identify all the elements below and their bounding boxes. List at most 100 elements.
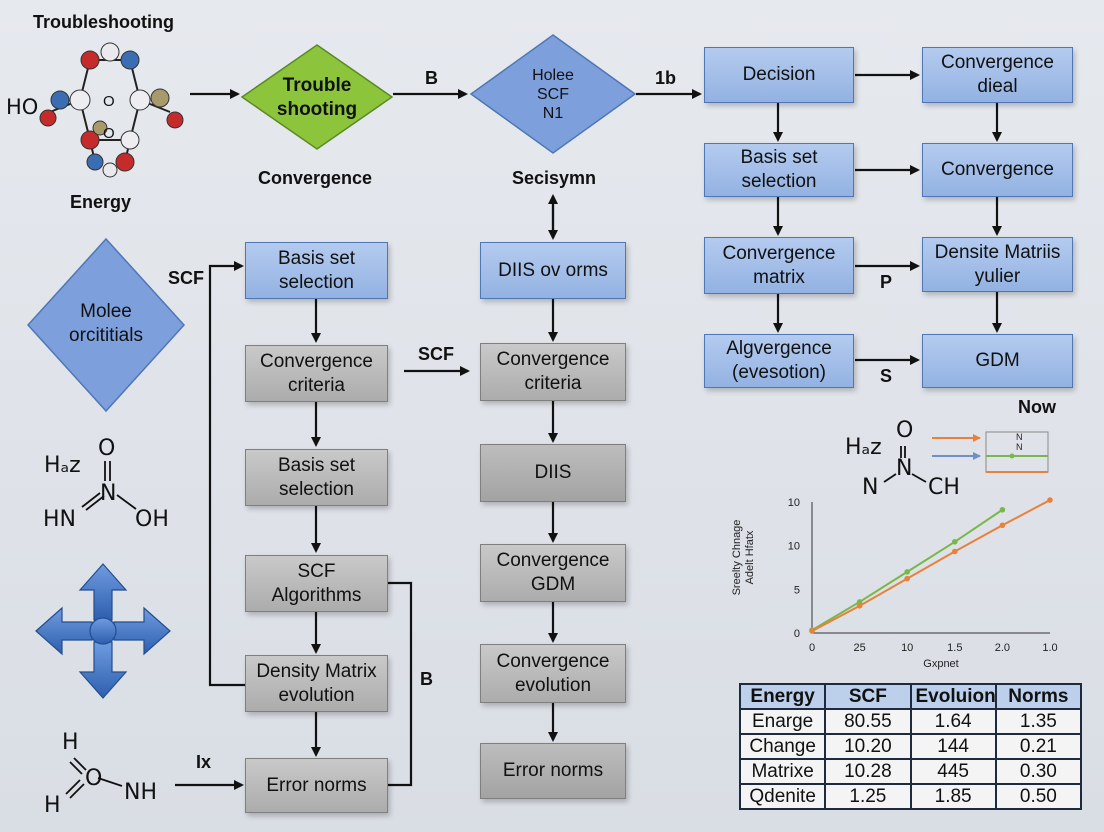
scf-algorithms-text: SCF Algorithms bbox=[271, 560, 362, 606]
density-matrix-box[interactable]: Density Matrix evolution bbox=[245, 655, 388, 712]
mini-legend-text: N N bbox=[1016, 432, 1023, 452]
left-basis-set-2-box[interactable]: Basis set selection bbox=[245, 449, 388, 506]
left-error-norms-box[interactable]: Error norms bbox=[245, 758, 388, 813]
convergence-matrix-box[interactable]: Convergence matrix bbox=[704, 237, 854, 294]
series-point-1 bbox=[952, 548, 958, 555]
left-basis-set-text: Basis set selection bbox=[277, 247, 356, 293]
scf-left-label: SCF bbox=[168, 268, 204, 288]
convergence-gdm-box[interactable]: Convergence GDM bbox=[480, 544, 626, 602]
ho-label: HO bbox=[6, 95, 39, 119]
ix-label: Ix bbox=[196, 752, 212, 772]
table-header: Evoluion bbox=[909, 683, 997, 710]
holee-scf-diamond[interactable]: Holee SCF N1 bbox=[505, 62, 601, 126]
algvergence-box[interactable]: Algvergence (evesotion) bbox=[704, 334, 854, 388]
mol3-bonds bbox=[883, 446, 927, 483]
table-header-row: Energy SCF Evoluion Norms bbox=[738, 683, 1083, 710]
left-convergence-criteria-box[interactable]: Convergence criteria bbox=[245, 345, 388, 402]
holee-scf-text: Holee SCF N1 bbox=[532, 66, 574, 122]
mol1-o-label: O bbox=[98, 436, 116, 461]
diis-box[interactable]: DIIS bbox=[480, 444, 626, 502]
mid-convergence-criteria-text: Convergence criteria bbox=[496, 349, 610, 394]
data-table: Energy SCF Evoluion Norms Enarge 80.55 1… bbox=[738, 683, 1083, 810]
right-basis-set-box[interactable]: Basis set selection bbox=[704, 143, 854, 197]
table-cell: Matrixe bbox=[738, 758, 827, 785]
density-matrix-text: Density Matrix evolution bbox=[256, 660, 377, 706]
trouble-shooting-diamond[interactable]: Trouble shooting bbox=[262, 72, 372, 124]
mol1-h-label: Hₐz bbox=[44, 453, 81, 478]
diis-ov-orms-box[interactable]: DIIS ov orms bbox=[480, 242, 626, 299]
troubleshooting-title: Troubleshooting bbox=[33, 12, 174, 32]
mid-error-norms-text: Error norms bbox=[502, 760, 604, 781]
mol2-nh-label: NH bbox=[124, 780, 157, 805]
mid-error-norms-box[interactable]: Error norms bbox=[480, 743, 626, 799]
series-point-1 bbox=[809, 628, 815, 634]
mol3-h-label: Hₐz bbox=[845, 435, 882, 460]
table-cell: 144 bbox=[909, 733, 997, 760]
mol2-o-label: O bbox=[85, 766, 103, 791]
molee-diamond[interactable]: Molee orcititials bbox=[46, 296, 166, 352]
mol3-ch-label: CH bbox=[928, 475, 960, 500]
mid-convergence-criteria-box[interactable]: Convergence criteria bbox=[480, 343, 626, 401]
table-cell: 445 bbox=[909, 758, 997, 785]
mol2-hb-label: H bbox=[44, 793, 61, 818]
y-tick-label: 10 bbox=[788, 497, 800, 509]
x-tick-label: 1.0 bbox=[1042, 642, 1057, 654]
series-point-1 bbox=[856, 603, 863, 609]
table-cell: 0.30 bbox=[994, 758, 1083, 785]
table-header: Norms bbox=[994, 683, 1083, 710]
s-label: S bbox=[880, 366, 893, 386]
table-cell: 1.85 bbox=[909, 783, 997, 810]
densite-matrix-box[interactable]: Densite Matriis yulier bbox=[922, 237, 1073, 292]
convergence-gdm-text: Convergence GDM bbox=[496, 550, 610, 595]
table-cell: Qdenite bbox=[738, 783, 827, 810]
series-point-0 bbox=[952, 538, 958, 545]
trouble-shooting-text: Trouble shooting bbox=[276, 75, 358, 120]
densite-matrix-text: Densite Matriis yulier bbox=[934, 241, 1061, 287]
mol2-bonds bbox=[65, 757, 123, 799]
right-basis-set-text: Basis set selection bbox=[740, 147, 818, 192]
table-cell: 1.64 bbox=[909, 708, 997, 735]
series-point-1 bbox=[1047, 497, 1053, 503]
mini-legend bbox=[932, 431, 1049, 473]
convergence-dieal-text: Convergence dieal bbox=[940, 52, 1055, 97]
molecule-3d-icon: O O bbox=[39, 42, 184, 178]
x-tick-label: 25 bbox=[853, 642, 865, 654]
x-axis-label: Gxpnet bbox=[923, 658, 958, 670]
decision-box[interactable]: Decision bbox=[704, 47, 854, 103]
series-point-1 bbox=[904, 575, 910, 582]
series-line-1 bbox=[811, 499, 1051, 632]
scf-mid-label: SCF bbox=[418, 344, 454, 364]
table-row: Matrixe 10.28 445 0.30 bbox=[738, 758, 1083, 785]
series-point-0 bbox=[904, 569, 910, 575]
svg-text:O: O bbox=[103, 125, 115, 142]
trouble-diamond-shape bbox=[240, 44, 394, 150]
b-side-label: B bbox=[420, 669, 433, 689]
table-header: SCF bbox=[824, 683, 912, 710]
table-row: Qdenite 1.25 1.85 0.50 bbox=[738, 783, 1083, 810]
table-cell: 80.55 bbox=[824, 708, 912, 735]
left-error-norms-text: Error norms bbox=[266, 774, 367, 796]
y-tick-label: 0 bbox=[794, 628, 800, 640]
y-tick-label: 5 bbox=[794, 584, 800, 596]
gdm-box[interactable]: GDM bbox=[922, 334, 1073, 388]
p-label: P bbox=[880, 272, 893, 292]
secisymn-label: Secisymn bbox=[512, 168, 597, 188]
mol3-nb-label: N bbox=[862, 475, 879, 500]
mol3-n-label: N bbox=[896, 456, 913, 481]
table-header: Energy bbox=[738, 683, 827, 710]
table-row: Change 10.20 144 0.21 bbox=[738, 733, 1083, 760]
table-row: Enarge 80.55 1.64 1.35 bbox=[738, 708, 1083, 735]
right-convergence-box[interactable]: Convergence bbox=[922, 143, 1073, 197]
table-cell: 10.20 bbox=[824, 733, 912, 760]
left-basis-set-2-text: Basis set selection bbox=[277, 454, 356, 500]
x-tick-label: 0 bbox=[809, 642, 815, 654]
scf-algorithms-box[interactable]: SCF Algorithms bbox=[245, 555, 388, 612]
convergence-evolution-text: Convergence evolution bbox=[496, 650, 610, 696]
convergence-evolution-box[interactable]: Convergence evolution bbox=[480, 644, 626, 703]
svg-text:O: O bbox=[103, 93, 115, 110]
left-basis-set-box[interactable]: Basis set selection bbox=[245, 242, 388, 299]
table-cell: 1.35 bbox=[994, 708, 1083, 735]
diis-ov-orms-text: DIIS ov orms bbox=[498, 259, 608, 281]
convergence-dieal-box[interactable]: Convergence dieal bbox=[922, 47, 1073, 103]
